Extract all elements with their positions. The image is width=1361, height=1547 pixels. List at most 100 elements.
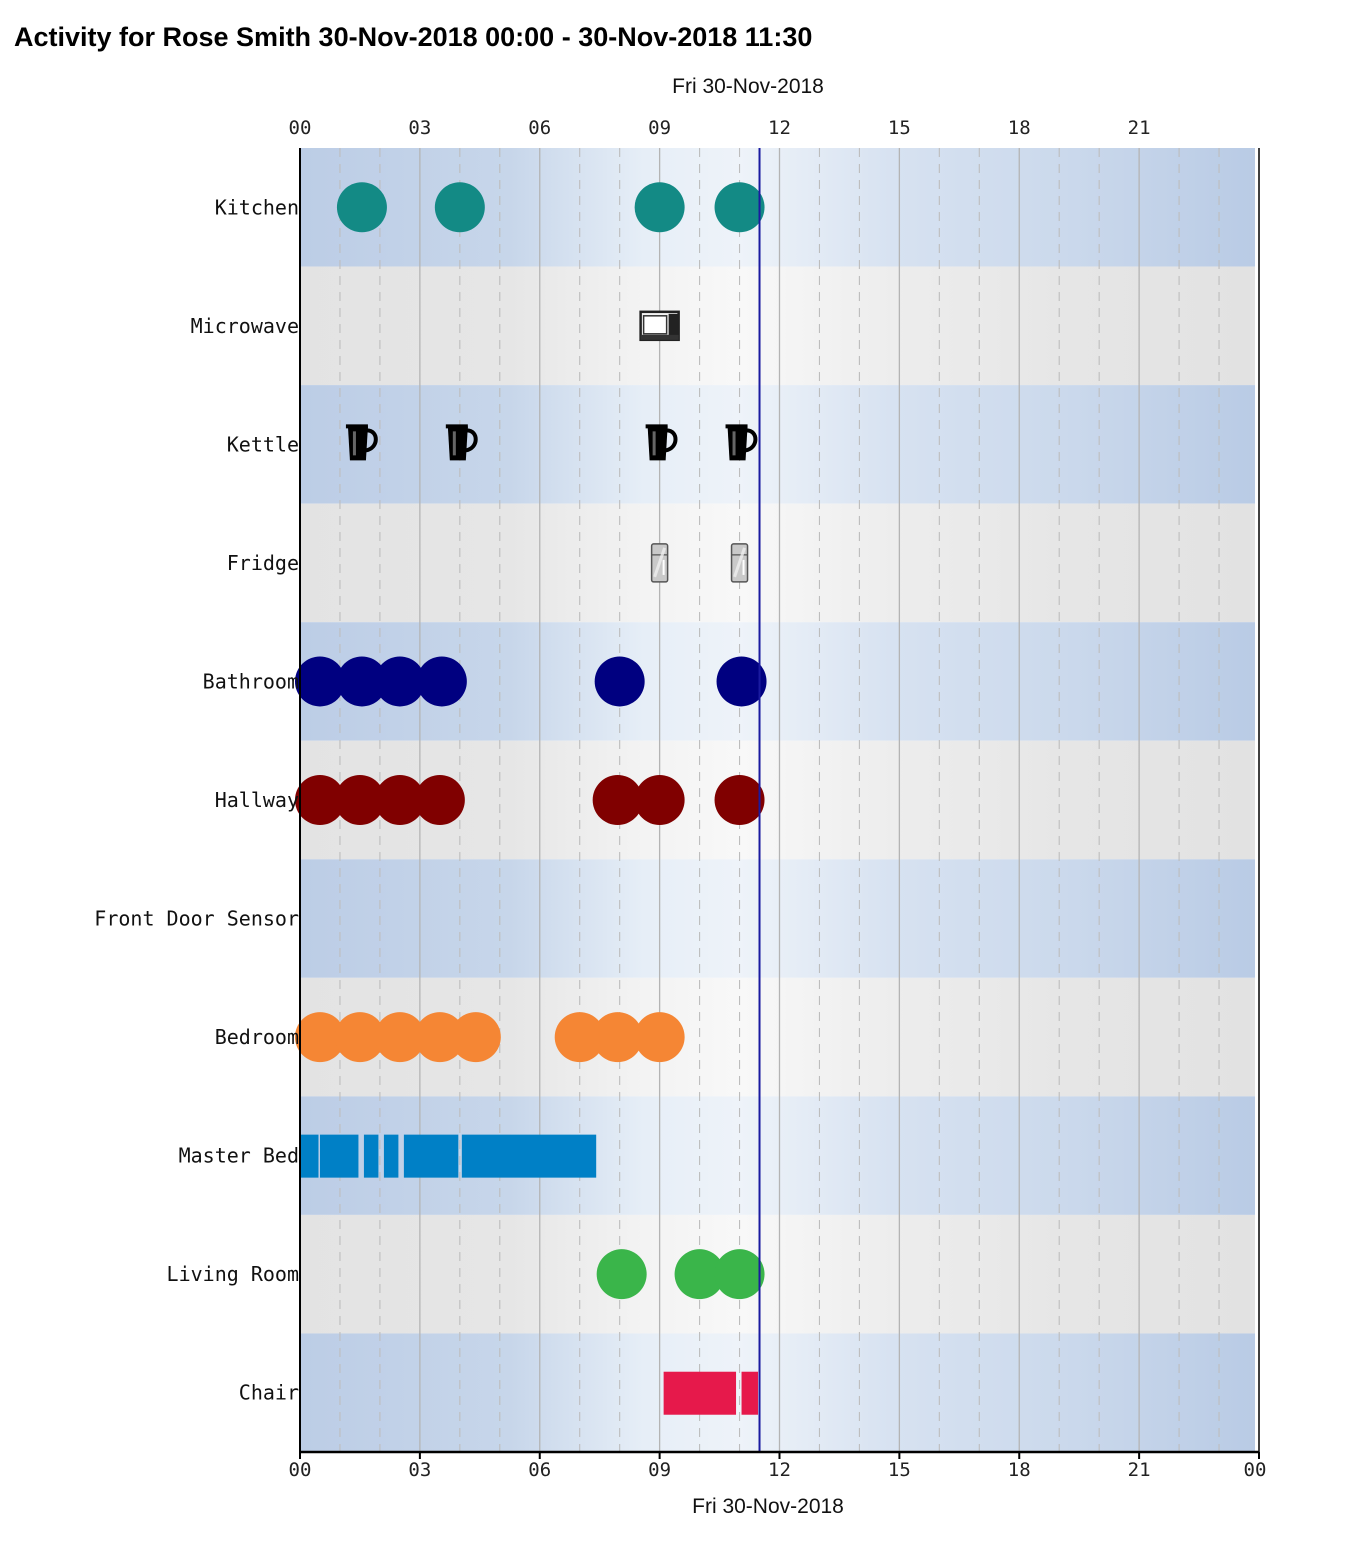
x-tick-label-bottom: 06	[528, 1459, 551, 1481]
row-band	[300, 385, 1255, 504]
event-dot	[592, 1012, 643, 1063]
row-label: Front Door Sensor	[94, 907, 299, 931]
event-bar	[383, 1134, 399, 1178]
fridge-shine	[733, 547, 746, 578]
x-tick-label-top: 18	[1008, 117, 1031, 139]
row-band	[300, 266, 1255, 386]
row-label: Microwave	[191, 314, 299, 338]
row-label: Bedroom	[215, 1025, 299, 1049]
microwave-window	[642, 315, 668, 335]
event-dot	[634, 182, 685, 233]
event-dot	[714, 775, 765, 825]
event-dot	[414, 775, 465, 825]
kettle-lid	[725, 424, 748, 429]
kettle-handle	[365, 428, 378, 453]
event-bar	[363, 1134, 379, 1178]
kettle-icon	[725, 424, 758, 461]
axes	[299, 148, 1260, 1459]
event-marks	[294, 148, 767, 1452]
kettle-shine	[652, 431, 656, 456]
x-tick-label-bottom: 03	[408, 1459, 431, 1481]
chart-title: Activity for Rose Smith 30-Nov-2018 00:0…	[14, 22, 813, 52]
fridge-shine	[653, 547, 667, 578]
row-band	[300, 859, 1255, 978]
row-label: Fridge	[227, 551, 299, 575]
x-tick-label-bottom: 00	[289, 1459, 312, 1481]
kettle-handle	[665, 428, 678, 453]
event-dot	[634, 775, 685, 825]
kettle-lid	[645, 424, 668, 429]
event-dot	[414, 1012, 465, 1063]
fridge-icon	[730, 543, 749, 583]
x-tick-label-top: 09	[648, 117, 671, 139]
event-dot	[336, 182, 387, 233]
x-tick-label-top: 12	[768, 117, 791, 139]
event-dot	[336, 656, 387, 707]
kettle-body	[347, 426, 368, 461]
event-dot	[674, 1249, 725, 1300]
x-tick-label-bottom: 12	[768, 1459, 791, 1481]
event-bar	[741, 1371, 759, 1415]
x-tick-label-top: 21	[1128, 117, 1151, 139]
event-dot	[374, 775, 425, 825]
event-dot	[334, 1012, 385, 1063]
event-dot	[594, 656, 645, 707]
kettle-icon	[345, 424, 378, 461]
event-bar	[319, 1134, 359, 1178]
row-band	[300, 1214, 1255, 1334]
event-bar	[461, 1134, 597, 1178]
row-label: Kettle	[227, 432, 299, 456]
x-tick-label-top: 06	[528, 117, 551, 139]
event-dot	[374, 1012, 425, 1063]
row-label: Master Bed	[179, 1144, 299, 1168]
row-label: Living Room	[167, 1262, 299, 1286]
row-band	[300, 503, 1255, 623]
event-dot	[596, 1249, 647, 1300]
event-dot	[592, 775, 643, 825]
row-band	[300, 1096, 1255, 1215]
event-dot	[450, 1012, 501, 1063]
row-label: Bathroom	[203, 669, 299, 693]
event-dot	[294, 1012, 345, 1063]
kettle-handle	[465, 428, 478, 453]
event-bar	[403, 1134, 459, 1178]
kettle-handle	[744, 428, 758, 453]
event-dot	[294, 775, 345, 825]
kettle-body	[727, 426, 748, 461]
microwave-base	[640, 334, 679, 340]
row-band	[300, 1333, 1255, 1452]
x-tick-label-bottom: 15	[888, 1459, 911, 1481]
microwave-icon	[639, 310, 680, 342]
x-tick-label-bottom: 21	[1128, 1459, 1151, 1481]
kettle-shine	[452, 431, 456, 456]
labels: 00 03 06 09 12 15 18 21 00 03 06 09 12 15 18 21 00 Fri 30…	[94, 75, 1266, 1518]
kettle-shine	[352, 431, 356, 456]
event-dot	[714, 182, 765, 233]
kettle-icon	[445, 424, 478, 461]
date-label-top: Fri 30-Nov-2018	[672, 75, 824, 98]
event-dot	[416, 656, 467, 707]
kettle-body	[447, 426, 468, 461]
x-tick-label-top: 00	[289, 117, 312, 139]
x-tick-label-bottom: 09	[648, 1459, 671, 1481]
row-label: Kitchen	[215, 195, 299, 219]
kettle-shine	[732, 431, 736, 456]
microwave-panel	[668, 313, 678, 338]
event-dot	[634, 1012, 685, 1063]
event-dot	[374, 656, 425, 707]
x-tick-label-bottom: 00	[1244, 1459, 1267, 1481]
event-dot	[334, 775, 385, 825]
event-bar	[663, 1371, 737, 1415]
event-dot	[716, 656, 767, 707]
x-tick-label-bottom: 18	[1008, 1459, 1031, 1481]
x-tick-label-top: 03	[408, 117, 431, 139]
row-label: Hallway	[215, 788, 299, 812]
event-bar	[300, 1134, 319, 1178]
event-dot	[714, 1249, 765, 1300]
fridge-icon	[650, 543, 669, 583]
kettle-lid	[445, 424, 468, 429]
event-dot	[434, 182, 485, 233]
event-dot	[294, 656, 345, 707]
x-tick-label-top: 15	[888, 117, 911, 139]
